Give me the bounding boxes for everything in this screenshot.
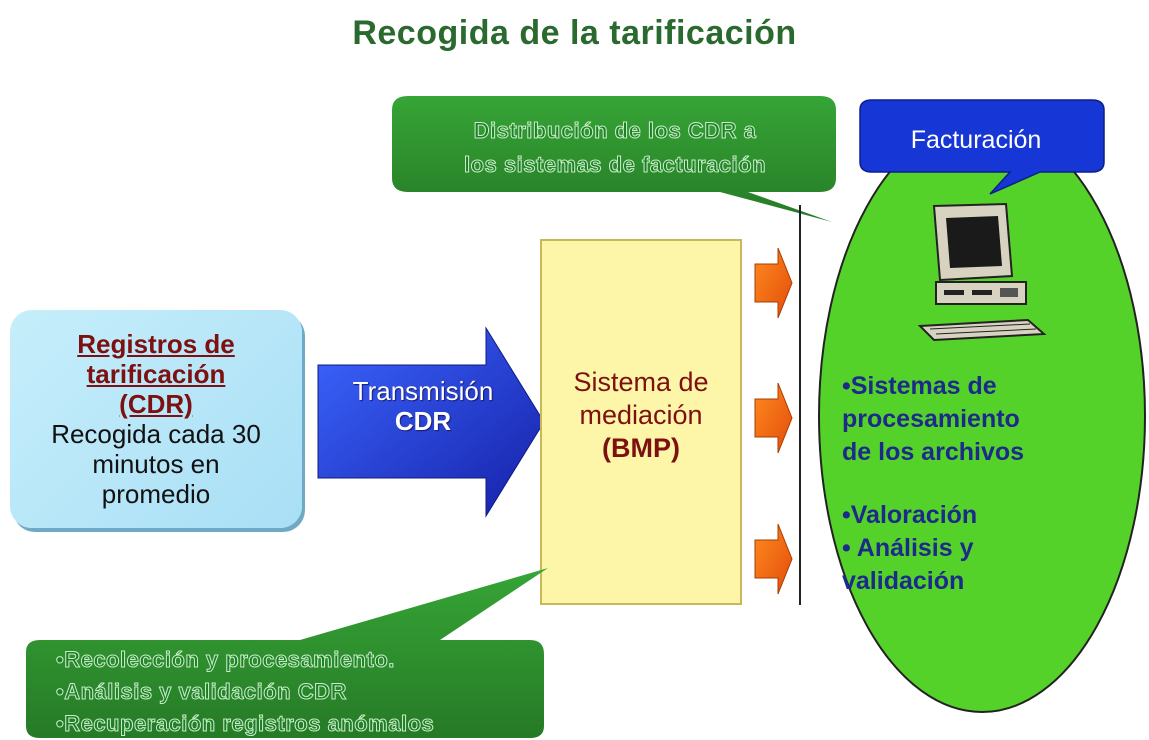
bottom-callout-text: •Recolección y procesamiento. •Análisis … xyxy=(56,644,556,740)
cdr-desc-1: Recogida cada 30 xyxy=(51,419,261,449)
transmission-line-2: CDR xyxy=(394,406,452,436)
small-arrow-1 xyxy=(754,247,793,319)
ellipse-line: •Sistemas de xyxy=(842,372,997,400)
mediation-box xyxy=(540,239,742,605)
ellipse-text: •Sistemas de procesamiento de los archiv… xyxy=(842,370,1092,598)
small-arrow-3 xyxy=(754,523,793,595)
cdr-title-2: tarificación xyxy=(86,359,226,389)
transmission-arrow xyxy=(317,326,545,518)
ellipse-line: procesamiento xyxy=(842,405,1020,433)
bottom-line-3: •Recuperación registros anómalos xyxy=(56,711,435,737)
ellipse-line: • Análisis y xyxy=(842,534,974,562)
cdr-title-3: (CDR) xyxy=(119,389,193,419)
facturacion-callout xyxy=(859,99,1105,195)
mediation-line-1: Sistema de xyxy=(573,367,709,397)
cdr-desc-2: minutos en xyxy=(92,449,220,479)
distribution-line-1: Distribución de los CDR a xyxy=(473,118,757,144)
cdr-desc-3: promedio xyxy=(101,479,211,509)
mediation-line-2: mediación xyxy=(579,400,703,430)
mediation-label: Sistema de mediación (BMP) xyxy=(540,366,742,465)
ellipse-block-2: •Valoración • Análisis y validación xyxy=(842,499,1092,598)
transmission-line-1: Transmisión xyxy=(352,376,494,406)
distribution-line-2: los sistemas de facturación xyxy=(463,152,767,178)
ellipse-block-1: •Sistemas de procesamiento de los archiv… xyxy=(842,370,1092,469)
ellipse-line: de los archivos xyxy=(842,438,1025,466)
bottom-callout xyxy=(26,568,548,738)
cdr-records-box: Registros de tarificación (CDR) Recogida… xyxy=(10,310,302,528)
bottom-line-2: •Análisis y validación CDR xyxy=(56,679,347,705)
cdr-title-1: Registros de xyxy=(77,329,235,359)
page-title: Recogida de la tarificación xyxy=(352,14,797,52)
transmission-label: Transmisión CDR xyxy=(308,376,538,436)
distribution-callout xyxy=(392,96,836,222)
bottom-line-1: •Recolección y procesamiento. xyxy=(56,647,395,673)
facturacion-label: Facturación xyxy=(910,126,1042,154)
distribution-callout-text: Distribución de los CDR a los sistemas d… xyxy=(380,114,850,182)
computer-icon xyxy=(917,202,1047,342)
small-arrow-2 xyxy=(754,382,793,454)
mediation-line-3: (BMP) xyxy=(602,433,680,463)
ellipse-line: •Valoración xyxy=(842,501,978,529)
ellipse-line: validación xyxy=(842,567,965,595)
